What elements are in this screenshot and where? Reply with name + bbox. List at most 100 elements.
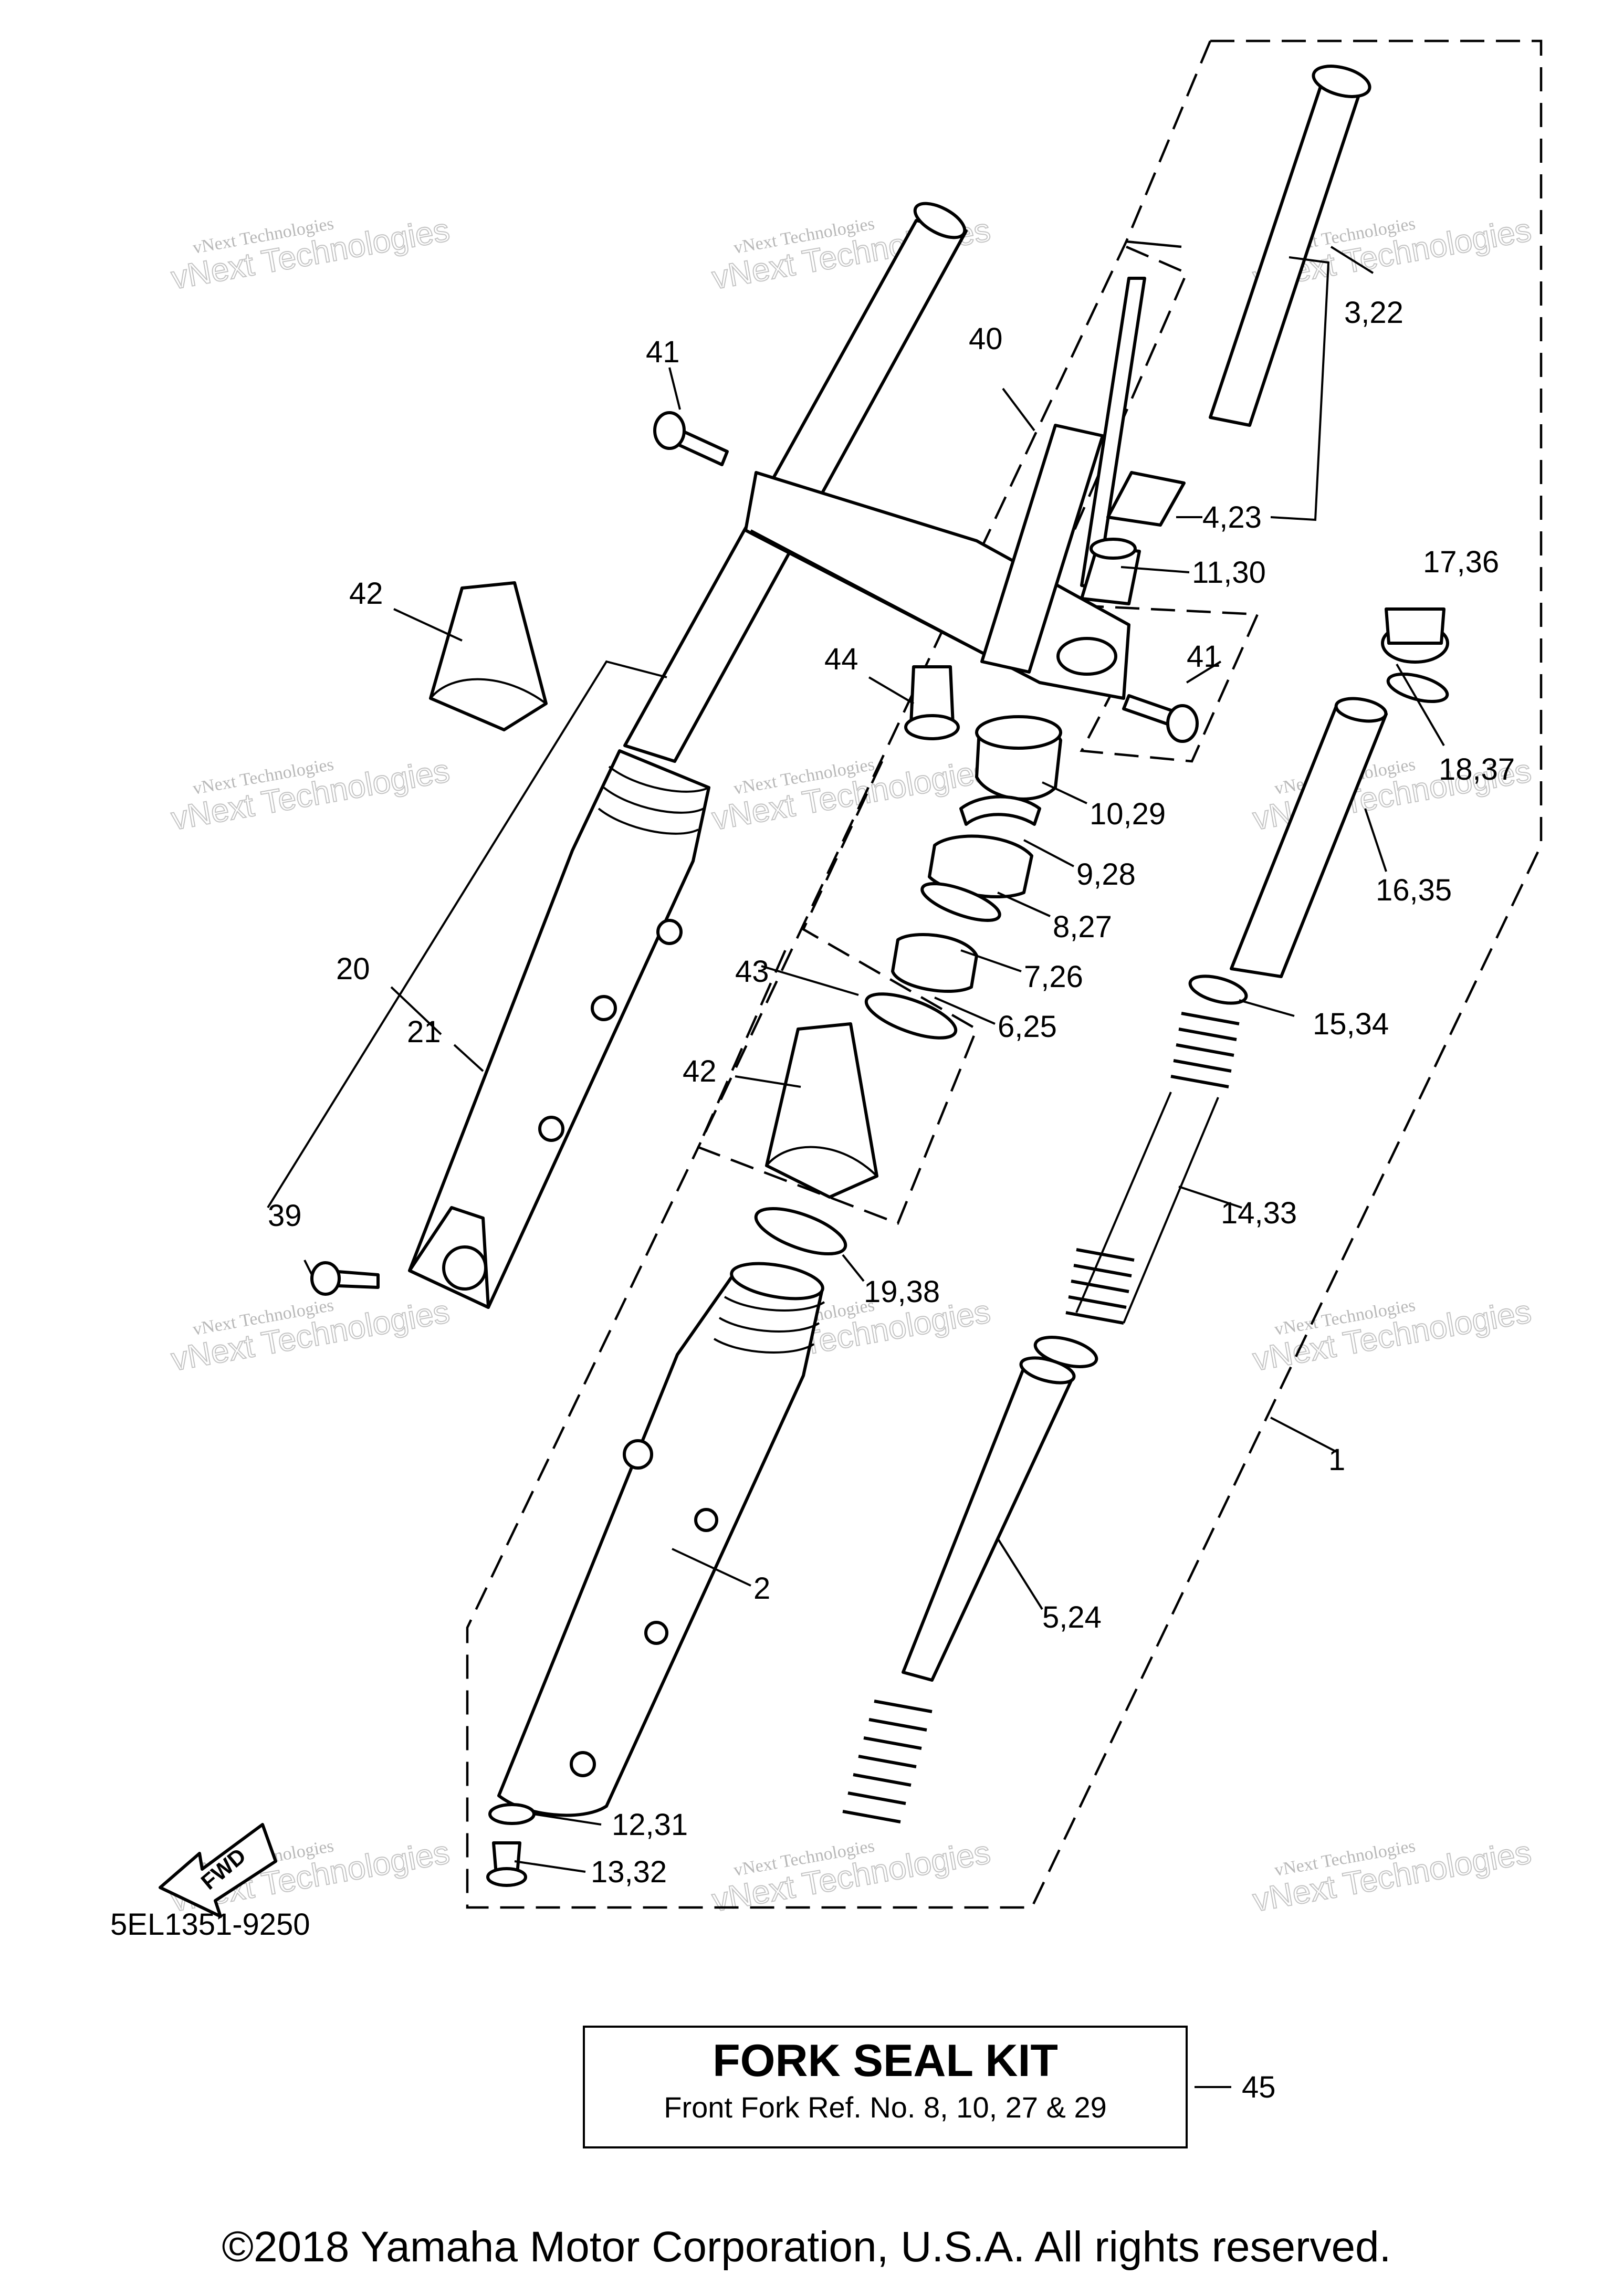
seal-group-outline <box>696 761 978 1225</box>
callout-44: 44 <box>824 642 858 676</box>
springs-right <box>842 607 1449 1823</box>
leader <box>672 1548 751 1587</box>
bushing-11-top <box>1090 538 1137 560</box>
bolt-39-head <box>310 1261 341 1296</box>
cap-group-outline <box>1126 240 1182 248</box>
damper-5-top <box>1019 1356 1076 1385</box>
callout-43: 43 <box>735 955 769 989</box>
callout-8-27: 8,27 <box>1053 910 1112 944</box>
piston-4 <box>1106 471 1186 527</box>
leader <box>532 1813 602 1826</box>
rebound-spring <box>842 1700 933 1823</box>
outer-assembly-outline <box>466 39 1543 1909</box>
assembly-outlines <box>466 39 1543 1909</box>
cap-bolt-17-body <box>1385 607 1446 645</box>
leader <box>960 949 1022 972</box>
callout-15-34: 15,34 <box>1313 1007 1389 1041</box>
bolt-41-head <box>653 411 686 450</box>
clip-9 <box>959 795 1041 826</box>
leader <box>1002 387 1035 432</box>
axle-hole <box>442 1245 487 1291</box>
callouts: 3,22 4,23 11,30 40 41 41 17,36 18,37 42 … <box>110 296 1515 2104</box>
leader-lines <box>267 246 1445 2088</box>
tube-top-opening <box>1312 65 1371 98</box>
callout-41-lower: 41 <box>1187 639 1221 674</box>
mount-boss <box>591 995 617 1021</box>
spring-14-bottom <box>1065 1248 1135 1325</box>
washer-15 <box>1188 974 1248 1005</box>
leader <box>997 1537 1043 1610</box>
callout-17-36: 17,36 <box>1423 545 1499 579</box>
watermark: vNext Technologies vNext Technologies <box>709 752 993 837</box>
leader <box>735 1075 801 1088</box>
callout-13-32: 13,32 <box>591 1855 667 1889</box>
spacer-16-top <box>1334 697 1388 723</box>
lower-fork-leg <box>486 1262 825 1887</box>
callout-1: 1 <box>1328 1443 1345 1477</box>
leader <box>1042 781 1087 804</box>
leader <box>393 608 463 642</box>
spring-14-guide <box>1075 1092 1219 1324</box>
leg-boss <box>694 1508 718 1532</box>
callout-9-28: 9,28 <box>1076 857 1136 892</box>
kit-title: FORK SEAL KIT <box>713 2036 1058 2086</box>
callout-42-lower: 42 <box>683 1054 717 1088</box>
callout-20: 20 <box>336 952 370 986</box>
callout-10-29: 10,29 <box>1090 797 1166 831</box>
inner-parts <box>754 65 1371 1256</box>
damper-rod-body <box>980 424 1104 674</box>
leg-boss <box>623 1439 653 1470</box>
callout-21: 21 <box>407 1015 441 1049</box>
leader <box>1330 246 1374 274</box>
leg-boss <box>644 1621 668 1645</box>
leader <box>1186 661 1222 684</box>
callout-7-26: 7,26 <box>1024 960 1083 994</box>
callout-39: 39 <box>268 1199 302 1233</box>
fwd-arrow-icon <box>159 1823 277 1918</box>
watermark: vNext Technologies vNext Technologies <box>168 211 453 297</box>
bracket-bore <box>1056 637 1117 676</box>
watermark: vNext Technologies vNext Technologies <box>709 1833 993 1919</box>
ring-43 <box>864 992 958 1040</box>
leader <box>1270 256 1330 521</box>
leader <box>1396 663 1445 747</box>
watermark: vNext Technologies vNext Technologies <box>1250 1293 1534 1378</box>
callout-11-30: 11,30 <box>1192 555 1266 590</box>
mount-boss <box>538 1116 564 1142</box>
cover-42-lower <box>765 1022 878 1199</box>
callout-4-23: 4,23 <box>1202 500 1262 534</box>
cover-42-upper <box>429 581 548 731</box>
copyright-notice: ©2018 Yamaha Motor Corporation, U.S.A. A… <box>222 2223 1391 2271</box>
oil-seal-10-top <box>975 715 1062 750</box>
callout-14-33: 14,33 <box>1221 1196 1297 1230</box>
spacer-16 <box>1230 705 1388 978</box>
kit-subtitle: Front Fork Ref. No. 8, 10, 27 & 29 <box>664 2091 1107 2124</box>
callout-41-upper: 41 <box>646 335 680 369</box>
leader <box>842 1254 865 1282</box>
watermark: vNext Technologies vNext Technologies <box>1250 1833 1534 1919</box>
callout-3-22: 3,22 <box>1344 296 1403 330</box>
leader <box>267 660 667 1209</box>
callout-19-38: 19,38 <box>864 1275 940 1309</box>
leg-boss <box>570 1751 596 1777</box>
bolt-13-head <box>486 1867 527 1887</box>
leader <box>1239 999 1295 1017</box>
callout-45: 45 <box>1242 2070 1276 2104</box>
leader <box>1270 1417 1337 1453</box>
leader <box>514 1860 586 1873</box>
o-ring-18 <box>1386 672 1449 704</box>
callout-42-upper: 42 <box>349 576 383 611</box>
diagram-code: 5EL1351-9250 <box>110 1907 310 1942</box>
bolt-41-lower-head <box>1166 704 1199 743</box>
leader <box>1178 1186 1242 1209</box>
washer-7 <box>920 882 1001 922</box>
leader <box>303 1260 313 1276</box>
leader <box>1023 839 1074 867</box>
callout-2: 2 <box>753 1571 770 1606</box>
callout-5-24: 5,24 <box>1042 1600 1102 1634</box>
leader <box>934 997 996 1025</box>
fork-leg-2-top <box>730 1262 824 1301</box>
watermark: vNext Technologies vNext Technologies <box>168 752 453 837</box>
washer-12 <box>488 1803 536 1825</box>
